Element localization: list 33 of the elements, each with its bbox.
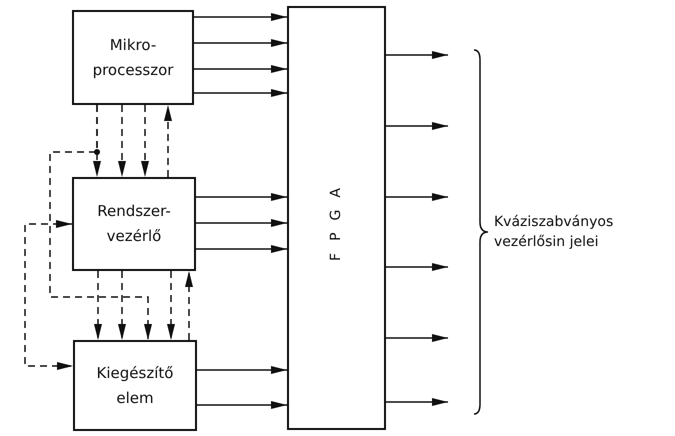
block-label: Mikro- processzor xyxy=(92,34,174,80)
arrow xyxy=(194,39,287,47)
block-label: Kiegészítő elem xyxy=(96,362,174,408)
arrow xyxy=(196,219,287,227)
block-label: Rendszer- vezérlő xyxy=(96,201,172,247)
arrow xyxy=(386,398,448,406)
arrow xyxy=(185,271,193,340)
arrow xyxy=(49,105,152,340)
arrow xyxy=(118,105,126,177)
signal-group-label: Kváziszabványos vezérlősin jelei xyxy=(494,213,614,252)
block-label: FPGA xyxy=(327,176,345,260)
arrow xyxy=(194,89,287,97)
arrow xyxy=(194,65,287,73)
block-box xyxy=(72,10,194,105)
arrow xyxy=(386,193,448,201)
arrow xyxy=(386,51,448,59)
block-box xyxy=(72,177,196,271)
block-box xyxy=(73,340,197,431)
arrow xyxy=(94,271,102,340)
arrow xyxy=(164,105,172,177)
arrow xyxy=(386,263,448,271)
arrow xyxy=(118,271,126,340)
arrow xyxy=(167,271,175,340)
fpga-block xyxy=(287,6,386,430)
arrow xyxy=(197,401,287,409)
arrow xyxy=(196,245,287,253)
arrow xyxy=(194,13,287,21)
arrow xyxy=(386,334,448,342)
arrow xyxy=(141,105,149,177)
arrow xyxy=(386,122,448,130)
arrow xyxy=(197,366,287,374)
arrow xyxy=(24,220,73,370)
arrow xyxy=(196,193,287,201)
